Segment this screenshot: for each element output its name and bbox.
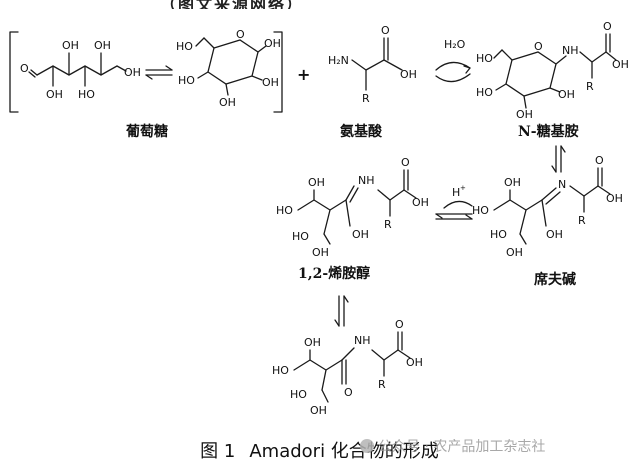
enaminol-ho-c6: HO [276,204,293,217]
amadori-compound-structure: HO OH HO O OH NH O OH R [272,318,423,417]
figure-number: 图 1 [200,441,236,462]
figure-caption: 图 1 Amadori 化合物的形成 [0,437,639,463]
schiff-n: N [558,178,566,191]
ngly-ho-top: HO [476,52,493,65]
left-bracket [9,31,19,113]
schiff-r: R [578,214,586,227]
amadori-ho-mid: HO [290,388,307,401]
enaminol-label: 1,2-烯胺醇 [298,265,370,282]
enaminol-carbonyl-o: O [401,156,410,169]
glucose-bracket-group: O OH OH OH OH HO O HO OH [9,28,283,140]
ngly-carbonyl-o: O [603,20,612,33]
schiff-ho-c6: HO [472,204,489,217]
proton-charge: + [460,184,466,192]
enaminol-oh-bottom: OH [312,246,329,259]
schiff-oh-acid: OH [606,192,623,205]
amadori-r: R [378,378,386,391]
glucose-oh-c5: OH [94,39,111,52]
pyranose-oh-c1: OH [264,37,281,50]
ring-o: O [236,28,245,41]
amadori-ho-c6: HO [272,364,289,377]
n-glycosylamine-structure: O HO NH O OH R OH HO OH N-糖基胺 [476,20,629,140]
pyranose-ho-c4: HO [178,74,195,87]
amino-oh: OH [400,68,417,81]
amadori-oh-bottom: OH [310,404,327,417]
enaminol-oh-acid: OH [412,196,429,209]
ngly-oh-c2: OH [558,88,575,101]
proton-equilibrium-arrow: H + [435,184,473,220]
amino-acid-structure: H₂N O OH R 氨基酸 [328,24,417,140]
tautomer-equilibrium-arrow [145,65,173,80]
vertical-equilibrium-arrow-1 [551,145,566,173]
amadori-carbonyl-o: O [395,318,404,331]
watermark-text: 公众号 · 农产品加工杂志社 [378,439,546,455]
vertical-equilibrium-arrow-2 [334,295,349,327]
plus-sign: + [297,65,310,84]
schiff-ho-bottom: OH [506,246,523,259]
right-bracket [273,31,283,113]
aldehyde-o: O [20,62,29,75]
schiff-carbonyl-o: O [595,154,604,167]
ngly-oh-acid: OH [612,58,629,71]
pyranose-oh-c2: OH [262,76,279,89]
glucose-label: 葡萄糖 [125,123,168,140]
enaminol-r: R [384,218,392,231]
amadori-oh-top: OH [304,336,321,349]
schiff-base-structure: HO OH HO OH OH N O OH R 席夫碱 [472,154,623,288]
amadori-oh-acid: OH [406,356,423,369]
ngly-oh-c3: OH [516,108,533,121]
figure-title: Amadori 化合物的形成 [249,441,439,462]
wechat-icon [360,439,374,453]
water-label: H₂O [444,38,466,51]
cropped-header-text: （图文来源网络） [160,0,480,9]
ngly-r: R [586,80,594,93]
n-glycosylamine-label: N-糖基胺 [518,123,579,140]
schiff-ho-mid: HO [490,228,507,241]
schiff-base-label: 席夫碱 [534,271,576,288]
schiff-oh-top: OH [504,176,521,189]
enaminol-oh-top: OH [308,176,325,189]
amino-acid-label: 氨基酸 [340,123,383,140]
glucose-oh-c2: OH [46,88,63,101]
glucose-ho-c4: HO [78,88,95,101]
water-loss-arrow: H₂O [435,38,471,83]
proton-label: H [452,186,460,199]
amino-carbonyl-o: O [381,24,390,37]
amino-r: R [362,92,370,105]
glucose-oh-c6: OH [124,66,141,79]
ngly-ring-o: O [534,40,543,53]
pyranose-glucose: O HO OH OH HO OH [176,28,281,109]
open-chain-glucose: O OH OH OH OH HO [20,39,141,101]
pyranose-ho-c6: HO [176,40,193,53]
enaminol-structure: HO OH HO OH OH NH O OH R 1,2-烯胺醇 [276,156,429,282]
enaminol-ho-mid: HO [292,230,309,243]
glucose-oh-c3: OH [62,39,79,52]
ngly-ho-c4: HO [476,86,493,99]
ngly-nh: NH [562,44,579,57]
amadori-nh: NH [354,334,371,347]
schiff-oh-mid: OH [546,228,563,241]
amino-h2n: H₂N [328,54,349,67]
amadori-keto-o: O [344,386,353,399]
watermark: 公众号 · 农产品加工杂志社 [360,436,545,456]
enaminol-nh: NH [358,174,375,187]
pyranose-oh-c3: OH [219,96,236,109]
enaminol-oh-mid: OH [352,228,369,241]
